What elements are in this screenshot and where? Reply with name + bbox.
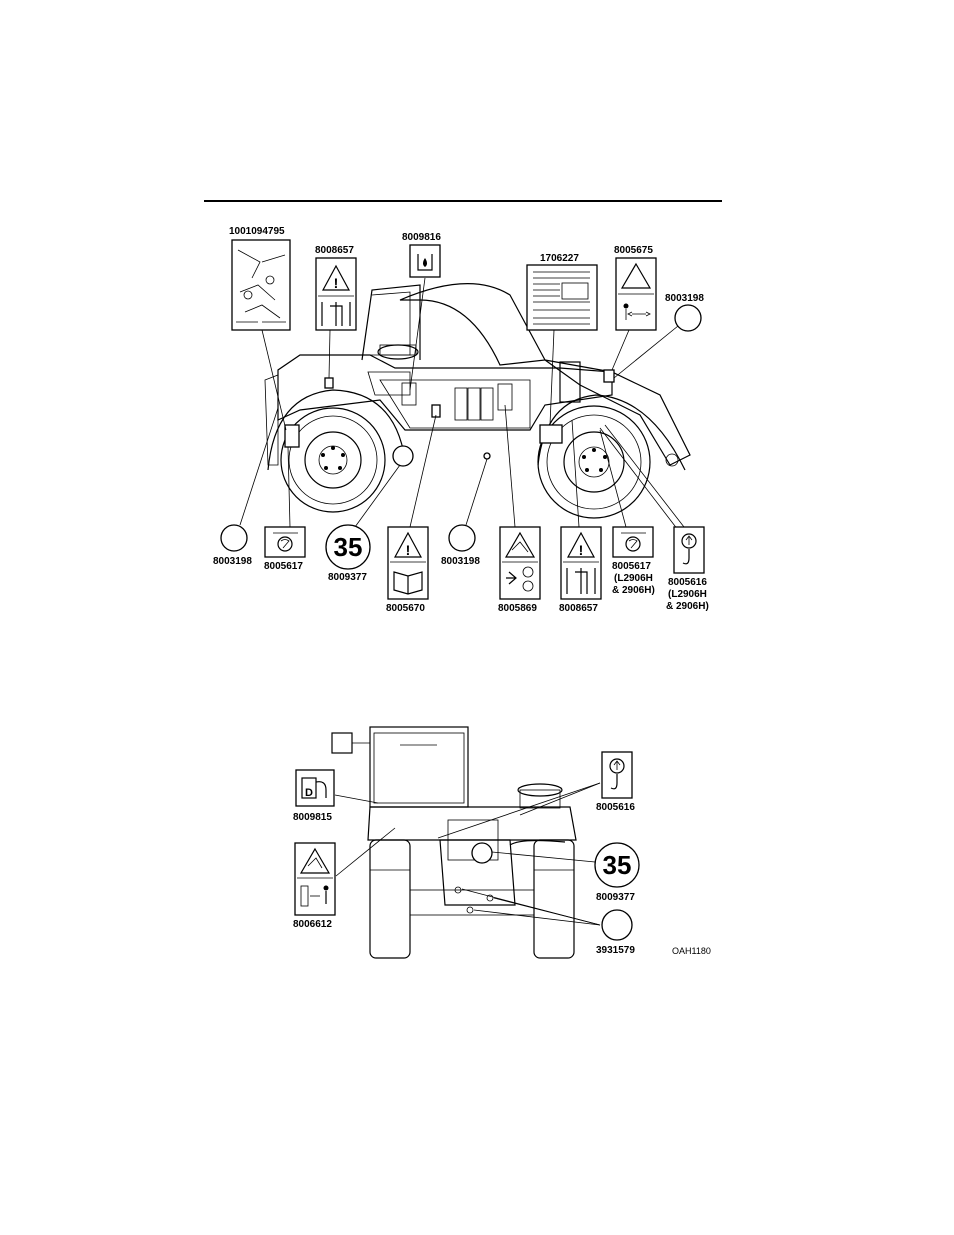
decal-8009815: D 8009815 [293, 769, 335, 823]
label-8005670: 8005670 [386, 603, 425, 614]
decal-8008657-top: ! 8008657 [315, 245, 357, 331]
label-8008657-top: 8008657 [315, 245, 354, 256]
decal-8005869: 8005869 [498, 526, 541, 614]
side-view-leader-lines [239, 277, 685, 531]
decal-8006612: 8006612 [293, 842, 336, 930]
label-8003198-left: 8003198 [213, 556, 252, 567]
label-8005617-right-3: & 2906H) [612, 585, 655, 596]
decal-8009377-rear: 35 8009377 [594, 842, 640, 903]
header-rule [204, 200, 722, 202]
decal-8003198-left: 8003198 [213, 524, 252, 567]
front-wheel [267, 389, 406, 513]
label-8009816: 8009816 [402, 232, 441, 243]
decal-1001094795: 1001094795 [229, 226, 291, 331]
decal-8009816: 8009816 [402, 232, 441, 278]
telehandler-side-view [264, 283, 691, 519]
decal-8008657-bottom: ! 8008657 [559, 526, 602, 614]
fuel-letter: D [305, 787, 313, 799]
label-8005616-side-2: (L2906H [668, 589, 707, 600]
decal-8005617-right: 8005617 (L2906H & 2906H) [612, 526, 655, 596]
label-1001094795: 1001094795 [229, 226, 285, 237]
decal-8009377-side: 35 8009377 [325, 524, 371, 583]
label-8005675: 8005675 [614, 245, 653, 256]
label-8005869: 8005869 [498, 603, 537, 614]
svg-text:!: ! [334, 275, 339, 291]
decal-1706227: 1706227 [526, 253, 598, 331]
decal-8005616-side: 8005616 (L2906H & 2906H) [666, 526, 709, 612]
label-8009377-side: 8009377 [328, 572, 367, 583]
decal-8005616-rear: 8005616 [596, 751, 635, 813]
decal-8005670: ! 8005670 [386, 526, 429, 614]
rear-view-leader-lines [334, 782, 601, 926]
label-8005617-right-1: 8005617 [612, 561, 651, 572]
label-8005616-side-3: & 2906H) [666, 601, 709, 612]
label-1706227: 1706227 [540, 253, 579, 264]
speed-35-side: 35 [334, 532, 363, 562]
svg-text:!: ! [579, 542, 584, 558]
label-8006612: 8006612 [293, 919, 332, 930]
label-8008657-bottom: 8008657 [559, 603, 598, 614]
telehandler-rear-view [331, 726, 577, 959]
decal-3931579: 3931579 [596, 909, 635, 956]
decal-8005675: 8005675 [614, 245, 657, 331]
label-8009815: 8009815 [293, 812, 332, 823]
label-8005616-rear: 8005616 [596, 802, 635, 813]
svg-text:!: ! [406, 542, 411, 558]
label-8003198-right: 8003198 [665, 293, 704, 304]
label-3931579: 3931579 [596, 945, 635, 956]
label-8005617-right-2: (L2906H [614, 573, 653, 584]
decal-8003198-right: 8003198 [665, 293, 704, 332]
label-8005616-side-1: 8005616 [668, 577, 707, 588]
decal-8003198-mid: 8003198 [441, 524, 480, 567]
figure-code: OAH1180 [672, 946, 711, 956]
label-8009377-rear: 8009377 [596, 892, 635, 903]
label-8003198-mid: 8003198 [441, 556, 480, 567]
decal-8005617-left: 8005617 [264, 526, 306, 572]
label-8005617-left: 8005617 [264, 561, 303, 572]
speed-35-rear: 35 [603, 850, 632, 880]
